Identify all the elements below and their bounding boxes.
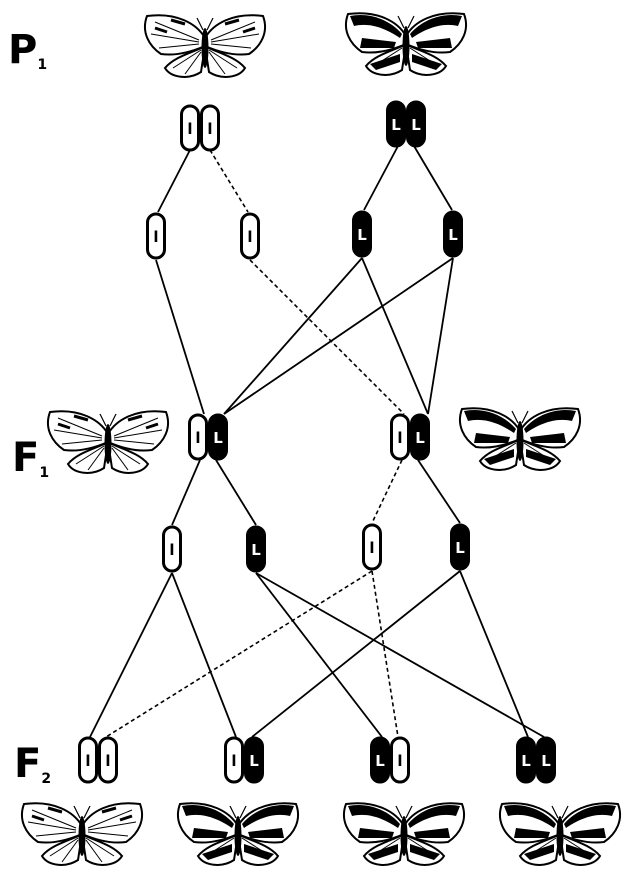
allele-label: L	[213, 429, 223, 447]
connector-line	[172, 573, 236, 737]
connector-line	[364, 146, 398, 210]
allele-label: L	[541, 752, 551, 770]
generation-index: 1	[37, 57, 47, 73]
pale-moth-icon	[145, 15, 265, 77]
connector-line	[224, 258, 362, 414]
allele-label: l	[231, 752, 236, 770]
dark-moth-icon	[178, 803, 298, 865]
allele-label: l	[397, 429, 402, 447]
allele-label: l	[187, 120, 192, 138]
connector-line	[216, 460, 256, 525]
generation-letter: F	[12, 435, 39, 481]
f2-chromosome-pair-right: L	[538, 738, 555, 782]
connector-line	[372, 571, 398, 737]
p1-gamete: l	[242, 214, 259, 258]
connector-line	[414, 146, 452, 210]
allele-label: l	[85, 752, 90, 770]
pale-moth-icon	[22, 803, 142, 865]
allele-label: L	[455, 539, 465, 557]
f1-gamete: L	[248, 527, 265, 571]
p1-parent-pale-right: l	[202, 106, 219, 150]
f1-gamete: l	[164, 527, 181, 571]
connector-line	[252, 571, 460, 737]
connector-line	[210, 150, 248, 212]
connector-line	[418, 460, 460, 523]
connector-line	[250, 260, 404, 414]
generation-letter: P	[8, 27, 37, 73]
f1-chromosome-pair-left: l	[392, 415, 409, 459]
f2-chromosome-pair-right: l	[100, 738, 117, 782]
allele-label: l	[169, 541, 174, 559]
dark-moth-icon	[460, 408, 580, 470]
connector-line	[428, 258, 453, 414]
connector-line	[256, 573, 544, 737]
allele-label: L	[357, 226, 367, 244]
p1-gamete: L	[445, 212, 462, 256]
f1-chromosome-pair-right: L	[412, 415, 429, 459]
allele-label: L	[521, 752, 531, 770]
f1-gamete: l	[364, 525, 381, 569]
generation-label-f1: F1	[12, 438, 49, 478]
allele-label: l	[397, 752, 402, 770]
allele-label: l	[195, 429, 200, 447]
allele-label: l	[153, 228, 158, 246]
pale-moth-icon	[48, 411, 168, 473]
p1-parent-dark-left: L	[388, 102, 405, 146]
f1-chromosome-pair-left: l	[190, 415, 207, 459]
f2-chromosome-pair-left: L	[518, 738, 535, 782]
dark-moth-icon	[500, 803, 620, 865]
f2-chromosome-pair-left: l	[226, 738, 243, 782]
generation-label-p1: P1	[8, 30, 47, 70]
allele-label: L	[375, 752, 385, 770]
allele-label: L	[411, 116, 421, 134]
connector-line	[90, 573, 172, 737]
p1-gamete: l	[148, 214, 165, 258]
connector-line	[372, 460, 402, 523]
connector-line	[460, 571, 528, 737]
f2-chromosome-pair-right: L	[246, 738, 263, 782]
generation-letter: F	[14, 741, 41, 787]
f2-chromosome-pair-left: L	[372, 738, 389, 782]
allele-label: l	[207, 120, 212, 138]
allele-label: L	[415, 429, 425, 447]
allele-label: l	[247, 228, 252, 246]
allele-label: l	[369, 539, 374, 557]
generation-index: 1	[39, 465, 49, 481]
allele-label: L	[251, 541, 261, 559]
connector-line	[172, 460, 200, 525]
generation-index: 2	[41, 771, 51, 787]
connector-line	[158, 150, 190, 212]
f2-chromosome-pair-left: l	[80, 738, 97, 782]
dark-moth-icon	[346, 13, 466, 75]
allele-label: L	[391, 116, 401, 134]
connector-line	[156, 260, 204, 414]
p1-gamete: L	[354, 212, 371, 256]
connector-line	[256, 573, 382, 737]
connector-line	[106, 571, 372, 737]
allele-label: L	[249, 752, 259, 770]
f1-chromosome-pair-right: L	[210, 415, 227, 459]
f2-chromosome-pair-right: l	[392, 738, 409, 782]
p1-parent-dark-right: L	[408, 102, 425, 146]
allele-label: L	[448, 226, 458, 244]
dark-moth-icon	[344, 803, 464, 865]
generation-label-f2: F2	[14, 744, 51, 784]
allele-label: l	[105, 752, 110, 770]
f1-gamete: L	[452, 525, 469, 569]
p1-parent-pale-left: l	[182, 106, 199, 150]
